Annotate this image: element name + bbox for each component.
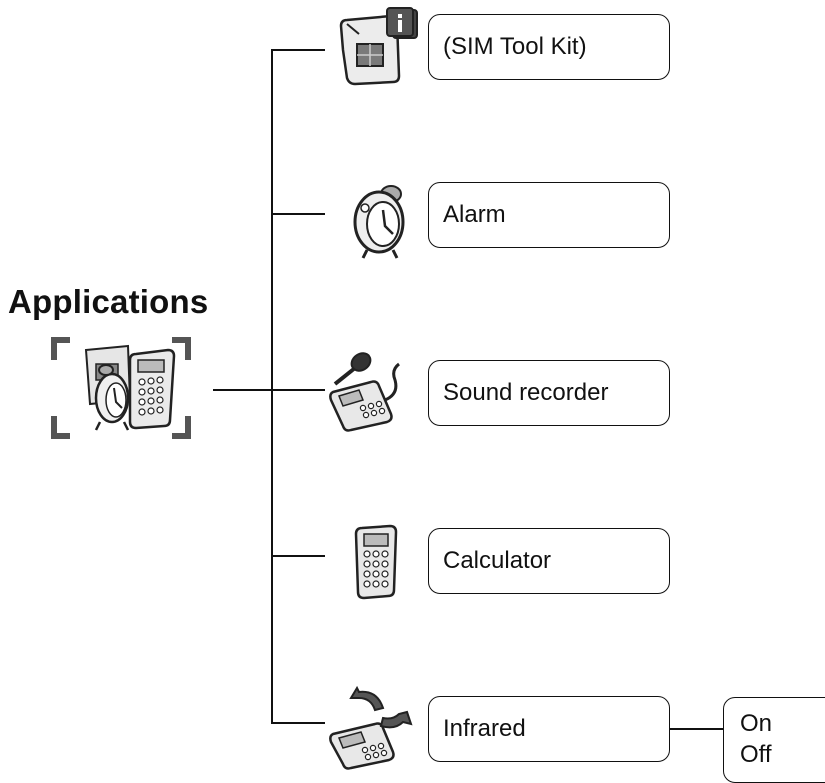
menu-item-infrared[interactable]: Infrared [428, 696, 670, 762]
branch-infrared [271, 722, 325, 724]
infrared-icon[interactable] [325, 684, 415, 770]
branch-sim [271, 49, 325, 51]
sim-toolkit-icon[interactable] [335, 4, 421, 88]
option-on[interactable]: On [740, 710, 773, 737]
branch-alarm [271, 213, 325, 215]
menu-item-label: Alarm [443, 201, 506, 228]
trunk-line [271, 49, 273, 724]
menu-item-label: (SIM Tool Kit) [443, 33, 587, 60]
infrared-options-connector [667, 728, 723, 730]
menu-item-alarm[interactable]: Alarm [428, 182, 670, 248]
menu-item-label: Sound recorder [443, 379, 609, 406]
calculator-icon[interactable] [350, 522, 404, 600]
sound-recorder-icon[interactable] [325, 348, 411, 432]
applications-icon[interactable] [50, 336, 192, 440]
option-off[interactable]: Off [740, 741, 772, 768]
alarm-clock-icon[interactable] [345, 180, 413, 262]
root-connector [213, 389, 325, 391]
menu-item-calculator[interactable]: Calculator [428, 528, 670, 594]
infrared-options-box: On Off [723, 697, 825, 783]
branch-calculator [271, 555, 325, 557]
menu-item-label: Infrared [443, 715, 526, 742]
menu-item-sim-tool-kit[interactable]: (SIM Tool Kit) [428, 14, 670, 80]
menu-item-label: Calculator [443, 547, 552, 574]
menu-item-sound-recorder[interactable]: Sound recorder [428, 360, 670, 426]
page-title: Applications [8, 283, 209, 320]
